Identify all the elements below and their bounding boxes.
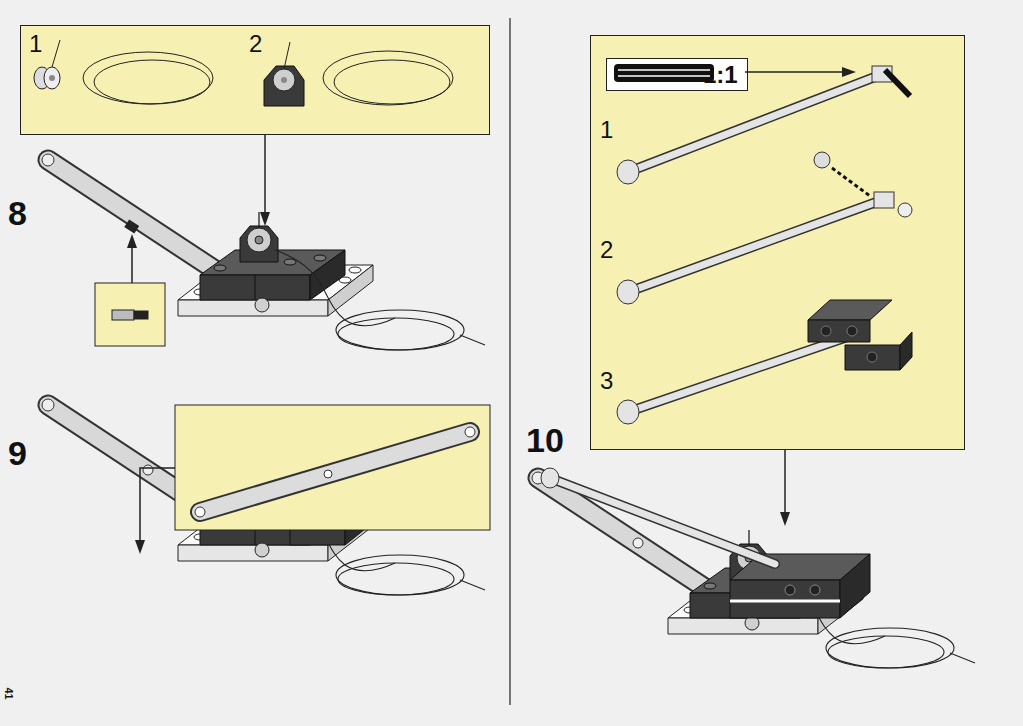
rod-end <box>617 160 639 184</box>
beam-hole <box>195 507 205 517</box>
brick-hole <box>821 326 831 336</box>
axle-joint <box>872 66 892 82</box>
axle-groove <box>618 69 710 71</box>
beam-hole <box>465 427 475 437</box>
beam-part <box>200 432 470 512</box>
page-divider <box>509 18 510 705</box>
brick-top <box>290 493 370 513</box>
brick-hole <box>867 352 877 362</box>
string-coil <box>83 52 213 104</box>
brick-hole <box>847 326 857 336</box>
rod <box>628 75 880 172</box>
bush <box>814 152 830 168</box>
axle-joint <box>874 192 894 208</box>
page-number: 41 <box>3 687 14 699</box>
rod-end <box>617 400 639 424</box>
model-step-8 <box>42 154 485 350</box>
callout-number: 1 <box>29 32 42 56</box>
pulley-holder-part <box>264 66 304 106</box>
part-callout <box>175 405 490 530</box>
rod-end <box>617 280 639 304</box>
model-step-9 <box>42 399 485 595</box>
rod-part-2 <box>617 152 912 304</box>
connector-pin <box>112 310 134 320</box>
model-step-10 <box>532 468 975 668</box>
brick-front <box>845 345 900 370</box>
string <box>284 42 290 69</box>
scale-box: 1:1 <box>606 58 748 91</box>
string-coil <box>334 60 450 104</box>
brick-side <box>345 493 370 545</box>
string <box>52 40 60 67</box>
arrow-head <box>780 512 790 526</box>
step-number: 10 <box>526 423 564 457</box>
rod <box>550 478 775 564</box>
brick-hole <box>810 585 820 595</box>
string-coil <box>323 51 453 105</box>
brick-hole <box>785 585 795 595</box>
brick-front <box>290 513 345 545</box>
rod-end <box>541 468 559 488</box>
rod <box>628 332 862 412</box>
axle <box>832 168 870 196</box>
part-callout <box>95 283 165 346</box>
white-stripe <box>730 600 840 603</box>
parts-callout: 12 <box>20 25 490 135</box>
arrow-head <box>260 212 270 226</box>
parts-callout: 1 2 3 1:1 <box>590 35 965 450</box>
connector-pin <box>134 311 148 319</box>
leader-arrow <box>745 71 850 72</box>
model <box>42 399 485 595</box>
beam-hole <box>633 538 643 548</box>
brick-side <box>840 554 870 618</box>
rod-part-3 <box>617 300 912 424</box>
leader-arrow <box>131 238 133 283</box>
step-number: 8 <box>8 196 27 230</box>
connector-pin <box>124 219 139 233</box>
bush <box>898 203 912 217</box>
callout-number: 1 <box>600 118 613 142</box>
brick-side <box>900 332 912 370</box>
rod-outline <box>628 332 862 412</box>
brick-top <box>808 300 892 320</box>
arrow-head <box>127 234 137 248</box>
beam-hole <box>324 470 332 478</box>
step-number: 9 <box>8 436 27 470</box>
axle <box>885 70 910 96</box>
beam-part-outline <box>200 432 470 512</box>
rod-outline <box>628 75 880 172</box>
callout-number: 2 <box>249 32 262 56</box>
arrow-head <box>135 540 145 554</box>
string-coil <box>94 60 210 104</box>
rod-outline <box>628 200 882 292</box>
callout-number: 3 <box>600 369 613 393</box>
pulley-part <box>34 67 50 89</box>
scale-label: 1:1 <box>703 63 738 87</box>
rod-outline <box>550 478 775 564</box>
pulley-hub <box>281 77 287 83</box>
scale-axle-icon <box>614 64 714 82</box>
pulley-hub <box>49 75 55 81</box>
arrow-head <box>842 67 856 77</box>
pulley-part <box>44 67 60 89</box>
beam-hole <box>143 465 153 475</box>
rod <box>628 200 882 292</box>
brick-front <box>730 580 840 618</box>
leader-arrow <box>264 135 266 222</box>
leader-arrow <box>784 450 786 522</box>
axle-groove <box>618 75 710 77</box>
pulley-part <box>273 69 295 91</box>
brick-front <box>808 320 870 342</box>
leader-arrow <box>140 468 175 545</box>
callout-number: 2 <box>600 238 613 262</box>
rod-part-1 <box>617 66 910 184</box>
brick-top <box>730 554 870 580</box>
model <box>532 472 975 668</box>
